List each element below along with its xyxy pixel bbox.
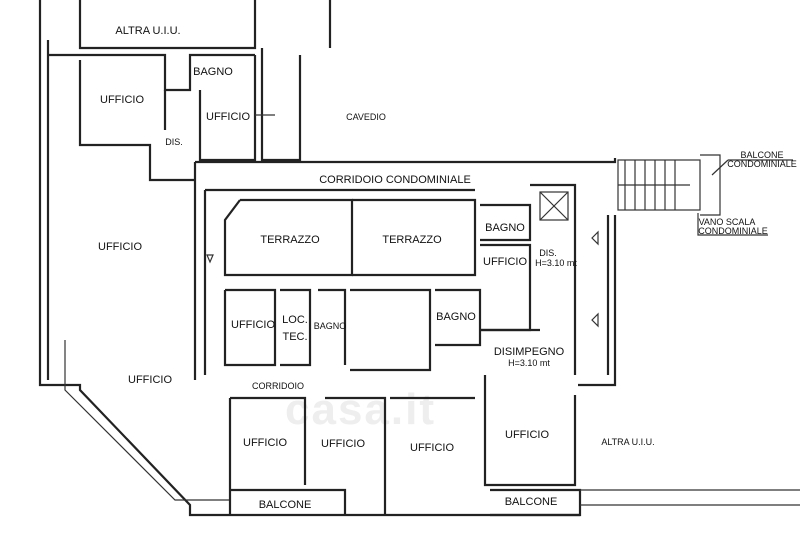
label-balcone-condominiale-2: CONDOMINIALE (727, 159, 797, 169)
label-ufficio: UFFICIO (483, 256, 527, 268)
label-terrazzo: TERRAZZO (382, 234, 442, 246)
label-balcone: BALCONE (258, 499, 312, 511)
label-cavedio: CAVEDIO (346, 112, 386, 122)
label-altra-uiu: ALTRA U.I.U. (115, 25, 181, 37)
label-bagno: BAGNO (193, 66, 233, 78)
label-disimpegno: DISIMPEGNO (493, 346, 565, 358)
label-vano-scala: VANO SCALA (698, 217, 756, 227)
label-terrazzo: TERRAZZO (260, 234, 320, 246)
label-ufficio: UFFICIO (100, 94, 144, 106)
label-corridoio-condominiale: CORRIDOIO CONDOMINIALE (319, 174, 471, 186)
watermark: casa.it (285, 385, 436, 434)
label-disimpegno-height: H=3.10 mt (508, 358, 550, 368)
label-balcone-condominiale: BALCONE (740, 150, 784, 160)
label-ufficio: UFFICIO (321, 438, 365, 450)
label-bagno: BAGNO (485, 222, 525, 234)
label-corridoio: CORRIDOIO (251, 381, 305, 391)
label-ufficio: UFFICIO (410, 442, 454, 454)
label-balcone: BALCONE (504, 496, 558, 508)
label-bagno: BAGNO (313, 321, 347, 331)
label-ufficio: UFFICIO (243, 437, 287, 449)
label-ufficio: UFFICIO (505, 429, 549, 441)
label-ufficio: UFFICIO (231, 319, 275, 331)
label-ufficio: UFFICIO (206, 111, 250, 123)
label-loc-tec-2: TEC. (282, 331, 308, 343)
label-bagno: BAGNO (436, 311, 476, 323)
label-dis: DIS. (539, 248, 557, 258)
label-vano-scala-2: CONDOMINIALE (698, 226, 768, 236)
label-dis: DIS. (165, 137, 183, 147)
label-ufficio: UFFICIO (128, 374, 172, 386)
label-dis-height: H=3.10 mt (535, 258, 577, 268)
label-loc-tec: LOC. (282, 314, 308, 326)
label-ufficio: UFFICIO (98, 241, 142, 253)
label-altra-uiu: ALTRA U.I.U. (601, 437, 655, 447)
